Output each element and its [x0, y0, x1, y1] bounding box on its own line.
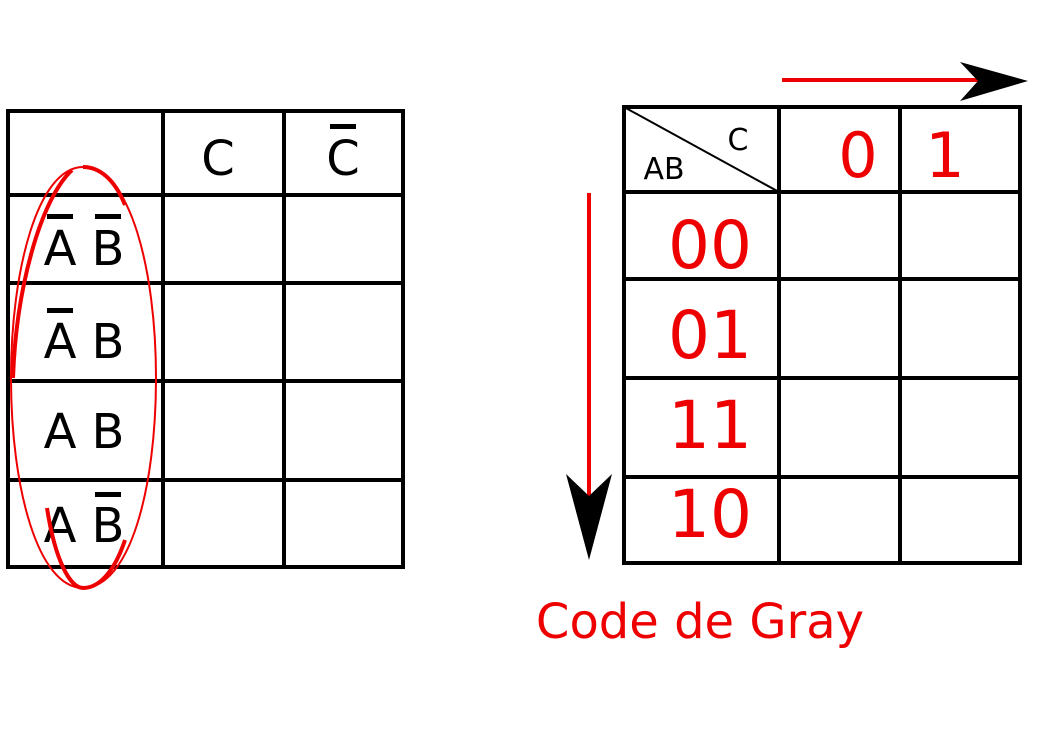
row-3-var-a: A [44, 404, 77, 460]
row-code-01: 01 [668, 297, 752, 374]
left-row-header-a-bar-b-bar: A B [44, 214, 125, 277]
col-code-1: 1 [925, 119, 964, 192]
col-code-0: 0 [838, 119, 877, 192]
row-3-var-b: B [92, 404, 125, 460]
overline-b [95, 214, 121, 219]
left-col-header-c-bar: C [326, 124, 360, 187]
row-code-11: 11 [668, 387, 752, 464]
row-code-00: 00 [668, 207, 752, 284]
left-row-header-a-bar-b: A B [44, 308, 125, 370]
col-header-c-label: C [201, 131, 235, 187]
row-1-var-a: A [44, 221, 77, 277]
corner-row-label: AB [643, 152, 684, 187]
horizontal-arrow-icon [782, 62, 1028, 101]
gray-code-caption: Code de Gray [536, 594, 864, 650]
left-row-header-a-b-bar: A B [44, 492, 125, 554]
overline-c [330, 124, 356, 129]
right-table-grid [622, 105, 1022, 565]
left-col-header-c: C [201, 131, 235, 187]
row-header-highlight-ellipse [9, 165, 158, 590]
row-2-var-a: A [44, 314, 77, 370]
overline-a [47, 308, 73, 313]
row-4-var-b: B [92, 498, 125, 554]
overline-a [47, 214, 73, 219]
row-header-highlight-ellipse-bold [11, 165, 127, 591]
corner-diagonal [623, 106, 780, 193]
row-1-var-b: B [92, 221, 125, 277]
left-table-grid [6, 109, 405, 569]
overline-b [95, 492, 121, 497]
col-header-c-bar-label: C [326, 131, 360, 187]
left-row-header-a-b: A B [44, 404, 125, 460]
row-2-var-b: B [92, 314, 125, 370]
vertical-arrow-icon [566, 193, 612, 560]
row-code-10: 10 [668, 476, 752, 553]
corner-col-label: C [728, 123, 749, 158]
